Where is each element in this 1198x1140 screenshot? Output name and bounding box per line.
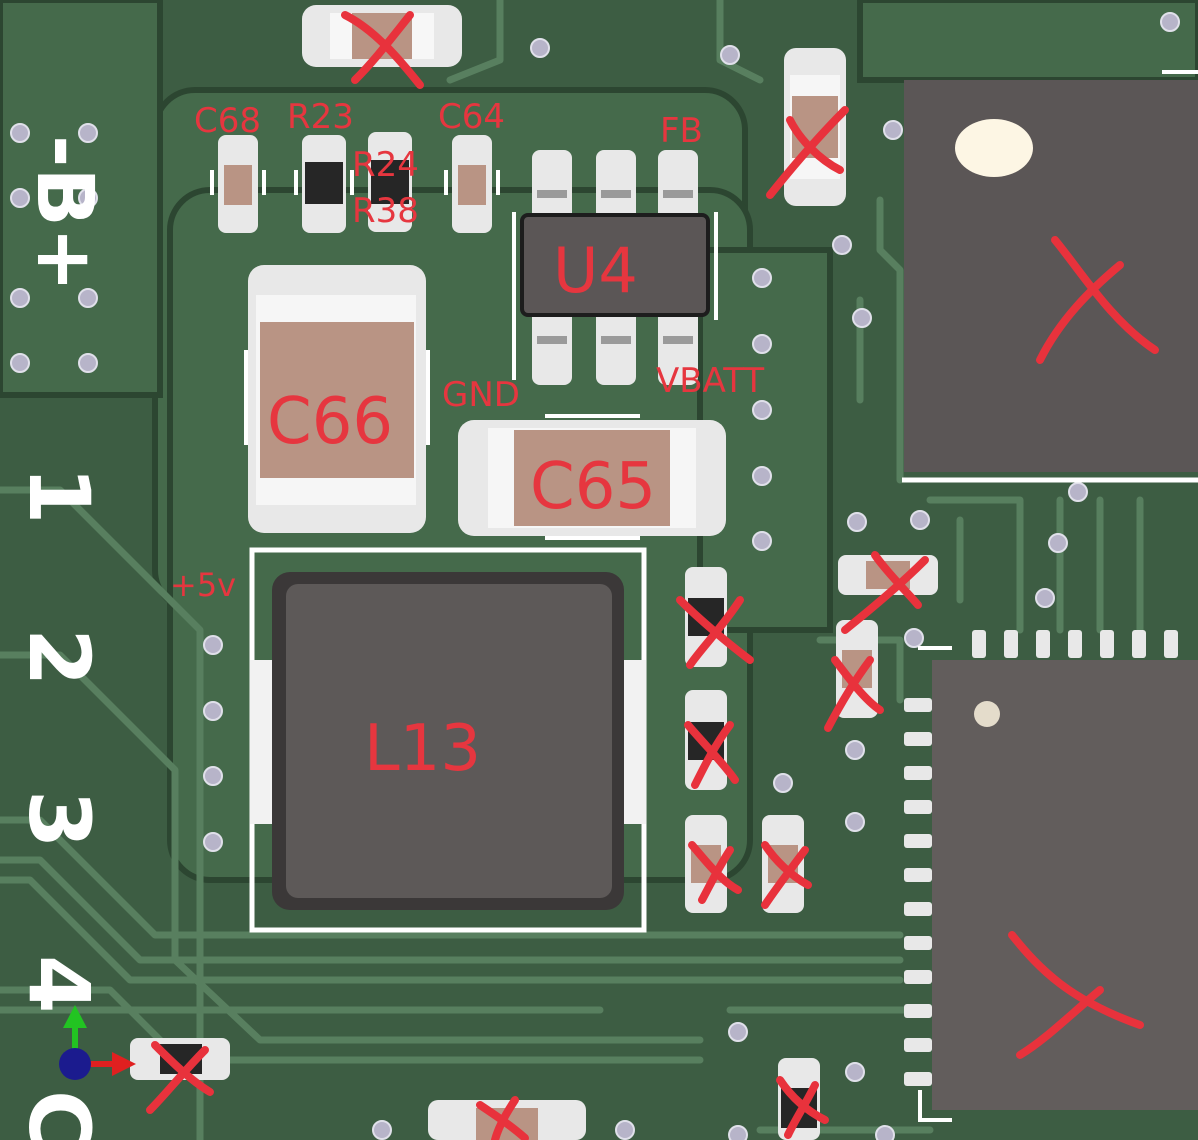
label-l13: L13 bbox=[364, 712, 481, 786]
label-plus5v: +5v bbox=[170, 566, 236, 604]
label-vbatt: VBATT bbox=[656, 361, 764, 401]
top-right-ic bbox=[902, 70, 1198, 483]
label-gnd: GND bbox=[442, 375, 520, 415]
label-u4: U4 bbox=[553, 234, 638, 307]
axis-triad-icon bbox=[59, 1005, 136, 1080]
header-pin1: 1 bbox=[10, 466, 108, 524]
header-pin4: 4 bbox=[10, 955, 108, 1013]
c64-part bbox=[444, 135, 500, 233]
cross-mark-icon bbox=[146, 11, 1159, 1140]
header-label-top: -B+ bbox=[19, 135, 109, 292]
top-resistor bbox=[302, 5, 462, 67]
header-pin2: 2 bbox=[10, 628, 108, 686]
r23-part bbox=[294, 135, 354, 233]
c65-part bbox=[458, 414, 726, 540]
u4-part bbox=[512, 150, 718, 385]
annotations: C68 R23 C64 FB R24 R38 U4 C66 GND VBATT … bbox=[170, 97, 764, 786]
label-c65: C65 bbox=[530, 450, 656, 524]
header-pin5: C bbox=[10, 1090, 108, 1140]
l13-part bbox=[249, 547, 647, 933]
label-r24: R24 bbox=[352, 145, 419, 185]
traces bbox=[0, 0, 1144, 1140]
c66-part bbox=[244, 265, 430, 533]
c68-part bbox=[210, 135, 266, 233]
label-c64: C64 bbox=[438, 97, 505, 137]
label-r38: R38 bbox=[352, 191, 419, 231]
header-pin3: 3 bbox=[10, 790, 108, 848]
r24-part bbox=[368, 132, 412, 232]
label-c66: C66 bbox=[267, 385, 393, 459]
label-c68: C68 bbox=[194, 101, 261, 141]
label-fb: FB bbox=[660, 111, 703, 151]
left-header-silkscreen: -B+ 1 2 3 4 C bbox=[10, 135, 109, 1140]
bottom-right-ic bbox=[904, 630, 1198, 1122]
label-r23: R23 bbox=[287, 97, 354, 137]
